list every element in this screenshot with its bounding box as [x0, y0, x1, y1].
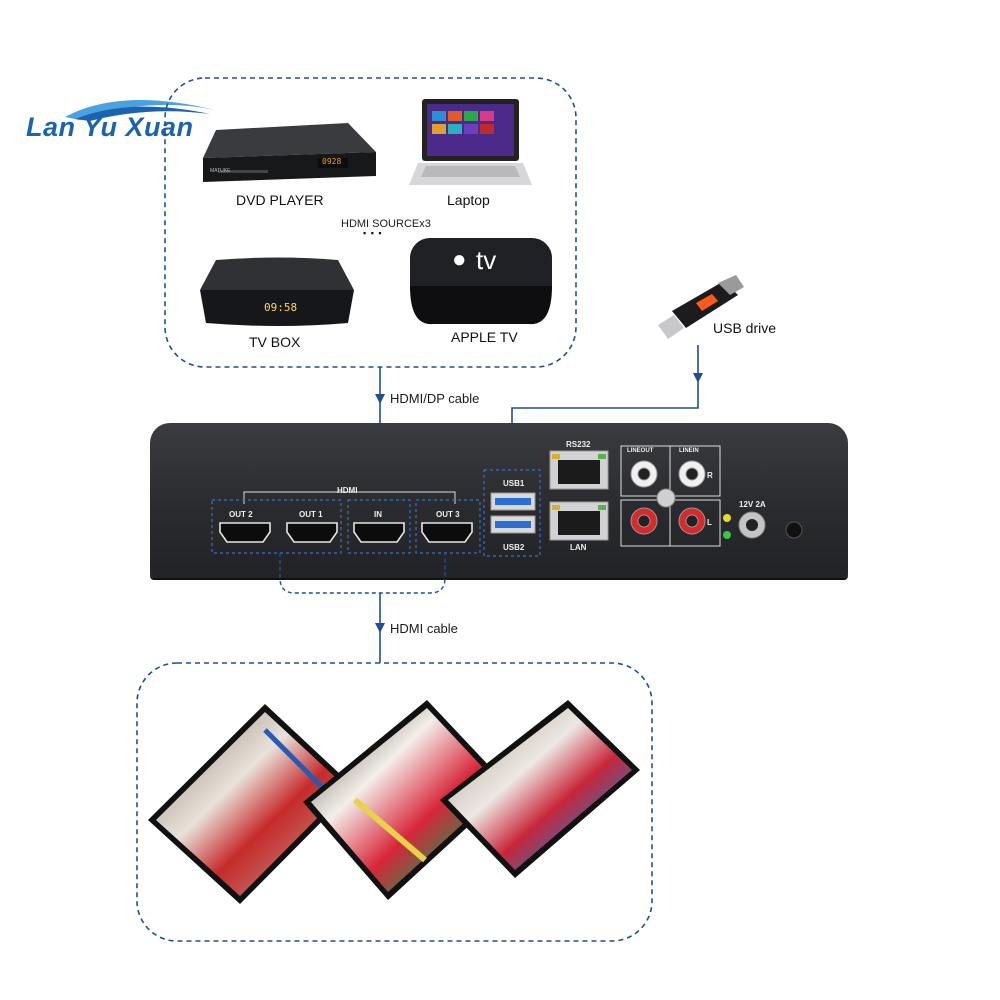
hdmi-out1-label: OUT 1 — [299, 510, 323, 519]
tv-box-icon — [200, 257, 354, 326]
output-displays — [148, 700, 640, 904]
dvd-label: DVD PLAYER — [236, 192, 324, 208]
usb-drive-icon — [658, 275, 744, 339]
laptop-icon — [409, 99, 532, 185]
lan-label: LAN — [570, 543, 587, 552]
power-label: 12V 2A — [739, 500, 766, 509]
usb-drive-label: USB drive — [713, 320, 777, 336]
lineout-label: LINEOUT — [627, 448, 654, 454]
dvd-player-icon — [203, 123, 376, 182]
hdmi-out2-label: OUT 2 — [229, 510, 253, 519]
apple-tv-icon — [410, 238, 552, 325]
usb2-label: USB2 — [503, 543, 525, 552]
tv-box-label: TV BOX — [249, 334, 301, 350]
apple-tv-label: APPLE TV — [451, 329, 518, 345]
hdmi-source-count: HDMI SOURCEx3 — [341, 218, 431, 230]
output-cable-label: HDMI cable — [390, 621, 458, 636]
hdmi-out3-label: OUT 3 — [436, 510, 460, 519]
tv-box-display: 09:58 — [264, 301, 298, 314]
hdmi-in-label: IN — [374, 510, 382, 519]
logo-swoosh-icon — [65, 100, 215, 121]
input-cable-label: HDMI/DP cable — [390, 391, 480, 406]
right-channel-label: R — [707, 471, 713, 480]
apple-logo-icon: ● — [452, 246, 467, 273]
apple-tv-logo: tv — [476, 245, 497, 275]
laptop-label: Laptop — [447, 192, 490, 208]
dvd-brand: MATUKE — [210, 168, 231, 174]
hdmi-group-label: HDMI — [337, 486, 358, 495]
display-screen-3 — [440, 700, 640, 878]
left-channel-label: L — [707, 518, 712, 527]
dvd-display: 0928 — [322, 157, 342, 166]
rs232-label: RS232 — [566, 440, 591, 449]
usb1-label: USB1 — [503, 479, 525, 488]
ellipsis: ▪ ▪ ▪ — [363, 228, 383, 238]
linein-label: LINEIN — [679, 448, 699, 454]
display-screen-2 — [303, 700, 510, 900]
brand-logo: Lan Yu Xuan — [20, 92, 220, 152]
